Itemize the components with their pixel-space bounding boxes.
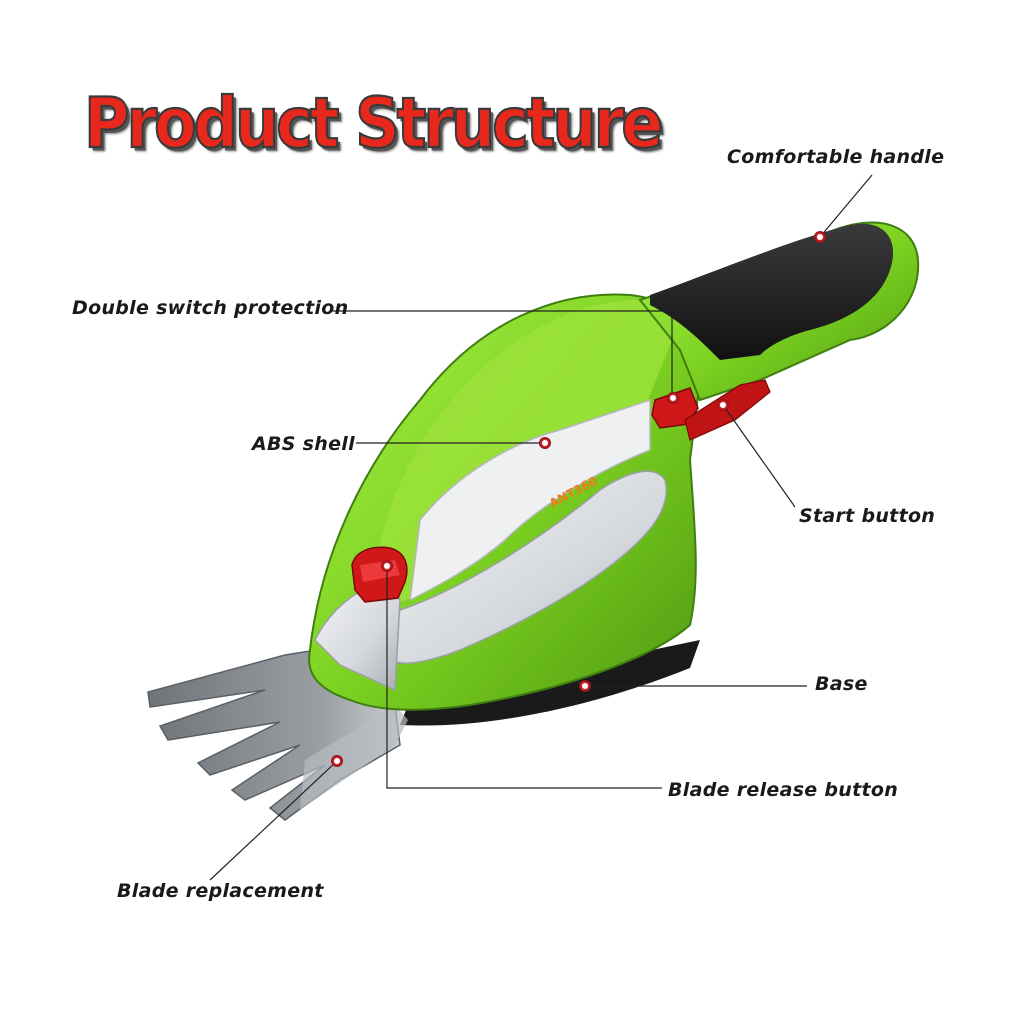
marker-start bbox=[717, 399, 729, 411]
label-blade-release-button: Blade release button bbox=[668, 779, 899, 801]
label-start-button: Start button bbox=[799, 505, 936, 527]
label-comfortable-handle: Comfortable handle bbox=[727, 146, 945, 168]
label-blade-replacement: Blade replacement bbox=[117, 880, 324, 902]
marker-double bbox=[667, 392, 679, 404]
label-abs-shell: ABS shell bbox=[252, 433, 355, 455]
marker-base bbox=[579, 680, 591, 692]
silver-trim bbox=[384, 470, 667, 664]
marker-release bbox=[381, 560, 393, 572]
blade-release-button bbox=[351, 546, 408, 603]
label-base: Base bbox=[815, 673, 868, 695]
side-panel bbox=[409, 398, 651, 602]
marker-abs bbox=[539, 437, 551, 449]
page-title: Product Structure bbox=[83, 81, 664, 165]
start-button bbox=[684, 379, 771, 441]
label-double-switch-protection: Double switch protection bbox=[72, 297, 349, 319]
marker-handle bbox=[814, 231, 826, 243]
comfortable-handle-grip bbox=[650, 223, 894, 360]
leader-lines bbox=[209, 174, 873, 881]
marker-blade bbox=[331, 755, 343, 767]
